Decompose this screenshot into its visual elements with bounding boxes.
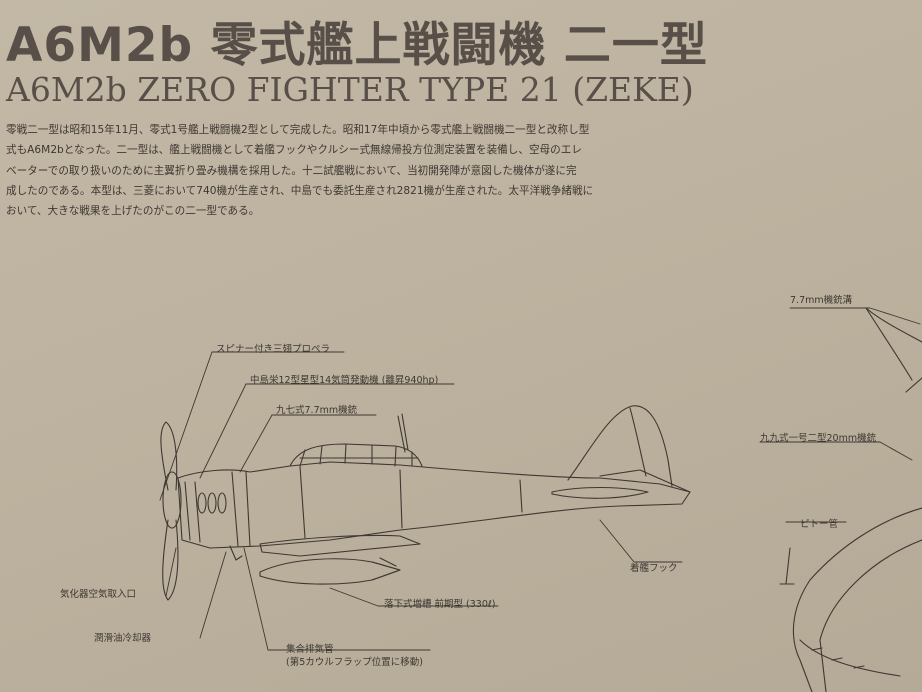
label-drop-tank: 落下式増槽 前期型 (330ℓ) — [384, 599, 496, 610]
label-oil-cooler: 潤滑油冷却器 — [94, 633, 152, 644]
fuselage-drawing — [177, 405, 691, 585]
label-arrestor-hook: 着艦フック — [630, 563, 678, 574]
description-line: おいて、大きな戦果を上げたのがこの二一型である。 — [6, 205, 260, 218]
description-paragraph: 零戦二一型は昭和15年11月、零式1号艦上戦闘機2型として完成した。昭和17年中… — [6, 120, 698, 221]
propeller-drawing — [160, 421, 182, 601]
title-english: A6M2b ZERO FIGHTER TYPE 21 (ZEKE) — [6, 70, 694, 109]
plan-view-partial-drawing — [779, 307, 922, 692]
label-exhaust-note: (第5カウルフラップ位置に移動) — [286, 657, 423, 668]
description-line: 零戦二一型は昭和15年11月、零式1号艦上戦闘機2型として完成した。昭和17年中… — [6, 124, 590, 136]
description-line: ベーターでの取り扱いのために主翼折り畳み機構を採用した。十二試艦戦において、当初… — [6, 164, 577, 177]
label-exhaust: 集合排気管 — [286, 644, 334, 655]
title-japanese: A6M2b 零式艦上戦闘機 二一型 — [6, 18, 708, 73]
label-pitot-tube: ピトー管 — [800, 519, 839, 530]
label-air-intake: 気化器空気取入口 — [60, 589, 137, 600]
leader-lines — [159, 307, 921, 651]
label-propeller: スピナー付き三翅プロペラ — [216, 344, 331, 355]
description-line: 式もA6M2bとなった。二一型は、艦上戦闘機として着艦フックやクルシー式無線帰投… — [6, 144, 582, 157]
description-line: 成したのである。本型は、三菱において740機が生産され、中島でも委託生産され28… — [6, 184, 594, 197]
label-gun-trough: 7.7mm機銃溝 — [790, 295, 853, 306]
label-machine-gun-7-7mm: 九七式7.7mm機銃 — [276, 405, 358, 416]
label-cannon-20mm: 九九式一号二型20mm機銃 — [760, 433, 877, 444]
label-engine: 中島栄12型星型14気筒発動機 (離昇940hp) — [250, 375, 439, 386]
